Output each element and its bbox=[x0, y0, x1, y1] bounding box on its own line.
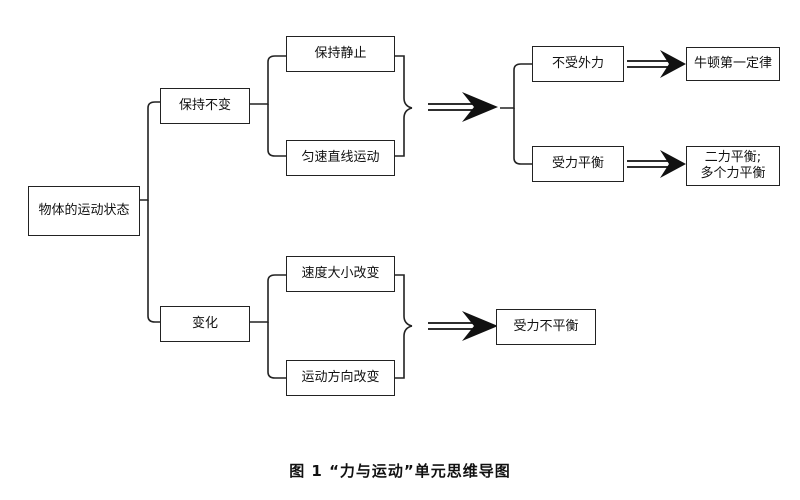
top-closing-bracket bbox=[395, 55, 413, 109]
direction-change-node: 运动方向改变 bbox=[286, 360, 395, 396]
balanced-force-node: 受力平衡 bbox=[532, 146, 624, 182]
change-node: 变化 bbox=[160, 306, 250, 342]
arrowhead-top bbox=[462, 92, 498, 122]
arrowhead-balance bbox=[660, 150, 686, 178]
result-branch-connector bbox=[500, 63, 532, 109]
arrowhead-newton bbox=[660, 50, 686, 78]
change-connector bbox=[250, 274, 286, 323]
arrowhead-bottom bbox=[462, 311, 498, 341]
two-forces-line2: 多个力平衡 bbox=[700, 166, 766, 181]
double-arrow-top bbox=[428, 103, 474, 111]
speed-change-node: 速度大小改变 bbox=[286, 256, 395, 292]
keep-unchanged-node: 保持不变 bbox=[160, 88, 250, 124]
force-balance-node: 二力平衡; 多个力平衡 bbox=[686, 146, 780, 186]
two-forces-line1: 二力平衡; bbox=[704, 150, 762, 165]
no-external-force-node: 不受外力 bbox=[532, 46, 624, 82]
bottom-closing-bracket bbox=[395, 274, 413, 327]
at-rest-node: 保持静止 bbox=[286, 36, 395, 72]
unbalanced-force-node: 受力不平衡 bbox=[496, 309, 596, 345]
root-node: 物体的运动状态 bbox=[28, 186, 140, 236]
root-branch-connector bbox=[140, 101, 160, 201]
newton-first-law-node: 牛顿第一定律 bbox=[686, 47, 780, 81]
figure-caption: 图 1 “力与运动”单元思维导图 bbox=[289, 462, 511, 480]
uniform-motion-node: 匀速直线运动 bbox=[286, 140, 395, 176]
keep-unchanged-connector bbox=[250, 55, 286, 105]
